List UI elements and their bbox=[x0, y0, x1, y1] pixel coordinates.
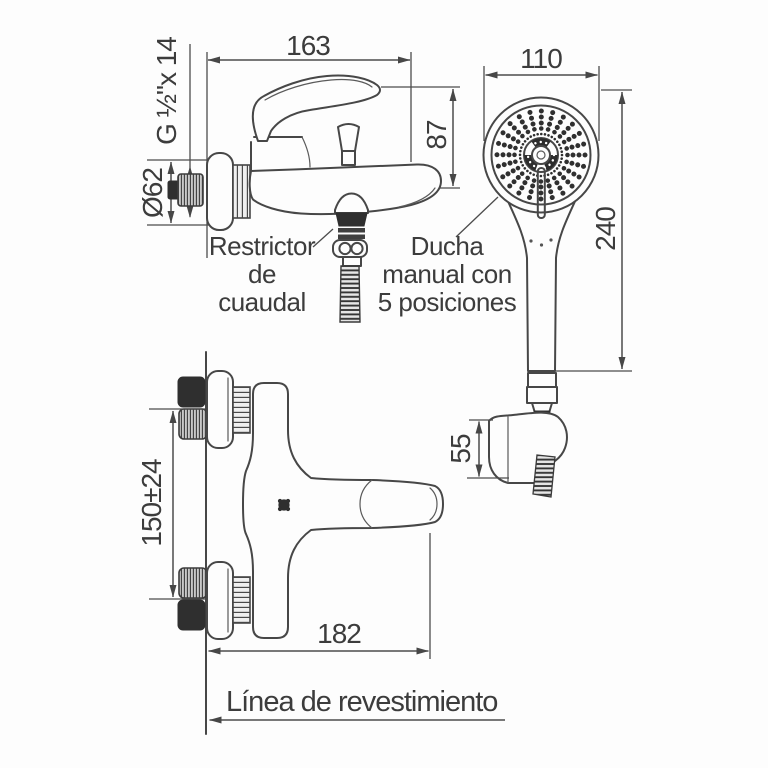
threaded-union-bottom bbox=[232, 576, 251, 624]
lever-handle bbox=[251, 74, 381, 142]
shower-head bbox=[482, 96, 600, 219]
faucet-front-view: 150±24 182 Línea de revestimiento bbox=[136, 351, 505, 735]
hand-shower-view: 110 240 bbox=[378, 43, 632, 498]
escutcheon-bottom bbox=[206, 561, 234, 640]
threaded-union bbox=[232, 164, 251, 219]
dim-label-87: 87 bbox=[421, 120, 452, 150]
spout bbox=[248, 163, 442, 216]
handle-dot bbox=[529, 239, 533, 243]
body-edge bbox=[301, 136, 311, 168]
wall-finish-label: Línea de revestimiento bbox=[209, 686, 505, 724]
holder-bracket bbox=[488, 411, 568, 484]
outlet-cap bbox=[334, 192, 369, 214]
dim-label-163: 163 bbox=[286, 30, 330, 61]
dim-label-o62: Ø62 bbox=[137, 168, 168, 218]
holder-hose bbox=[532, 454, 556, 498]
selector-slot bbox=[536, 167, 546, 219]
dim-spout-reach: 163 bbox=[207, 30, 411, 64]
escutcheon bbox=[206, 152, 234, 231]
escutcheon-top bbox=[206, 370, 234, 449]
eccentric-nut-dark bbox=[177, 376, 206, 408]
hand-shower-label-line2: manual con bbox=[382, 259, 511, 289]
flex-hose bbox=[339, 265, 361, 323]
washer bbox=[338, 234, 365, 239]
shower-holder: 55 bbox=[445, 372, 568, 498]
hose-union-nut bbox=[526, 386, 558, 404]
diverter-neck bbox=[341, 150, 356, 166]
knurled-nut bbox=[177, 173, 204, 207]
washer bbox=[338, 228, 365, 233]
mixer-body-front bbox=[242, 382, 444, 639]
dim-label-240: 240 bbox=[590, 207, 621, 251]
dim-label-thread: G ½"x 14 bbox=[151, 37, 182, 145]
dim-escutcheon-diameter: Ø62 bbox=[137, 159, 214, 226]
brand-logo bbox=[277, 498, 291, 512]
shower-handle bbox=[505, 196, 578, 372]
diverter-knob bbox=[337, 123, 360, 152]
leader-line bbox=[455, 196, 499, 238]
mode-ring bbox=[523, 137, 559, 173]
hose-outlet bbox=[332, 192, 369, 323]
faucet-side-view: 163 87 Ø62 G ½"x 14 bbox=[137, 30, 460, 323]
hose-nut-detail bbox=[350, 241, 364, 256]
restrictor-label-line2: de bbox=[248, 259, 276, 289]
restrictor-label-line1: Restrictor bbox=[209, 231, 316, 261]
flow-restrictor bbox=[335, 212, 368, 227]
center-hub bbox=[531, 145, 551, 165]
handle-dot bbox=[549, 238, 553, 242]
hose-collar bbox=[342, 256, 362, 267]
arrow-icon bbox=[186, 206, 194, 218]
eccentric-nut-dark bbox=[177, 599, 206, 631]
dim-overall-width: 182 bbox=[208, 533, 431, 659]
lever-joint bbox=[359, 479, 373, 529]
dim-label-182: 182 bbox=[317, 618, 361, 649]
hose-union-nut bbox=[527, 372, 557, 388]
dim-label-150: 150±24 bbox=[136, 459, 167, 547]
dim-shower-length: 240 bbox=[529, 89, 632, 372]
hand-shower-label: Ducha manual con 5 posiciones bbox=[378, 196, 517, 317]
restrictor-label-line3: cuaudal bbox=[218, 287, 306, 317]
lever-highlight bbox=[264, 78, 373, 101]
head-face bbox=[490, 104, 592, 206]
thread-callout: G ½"x 14 bbox=[151, 37, 194, 218]
knurled-nut bbox=[178, 408, 208, 440]
hand-shower-label-line3: 5 posiciones bbox=[378, 287, 517, 317]
dim-label-55: 55 bbox=[445, 434, 476, 464]
head-rim bbox=[482, 96, 600, 214]
dim-faucet-height: 87 bbox=[381, 86, 460, 189]
center-hub-inner bbox=[536, 150, 546, 160]
handle-dot bbox=[539, 243, 544, 247]
pad-holes bbox=[526, 140, 556, 170]
threaded-union-top bbox=[232, 386, 251, 434]
spray-nozzles bbox=[494, 108, 588, 202]
dim-head-diameter: 110 bbox=[483, 43, 600, 141]
restrictor-label: Restrictor de cuaudal bbox=[209, 228, 334, 317]
leader-line bbox=[312, 228, 334, 248]
dim-inlet-centers: 150±24 bbox=[136, 408, 205, 600]
hand-shower-label-line1: Ducha bbox=[411, 231, 485, 261]
lever-tip-seam bbox=[429, 487, 438, 521]
wall-finish-label-text: Línea de revestimiento bbox=[226, 686, 497, 718]
dim-label-110: 110 bbox=[520, 43, 562, 74]
knurled-nut bbox=[178, 567, 208, 599]
spout-seam bbox=[398, 187, 436, 208]
